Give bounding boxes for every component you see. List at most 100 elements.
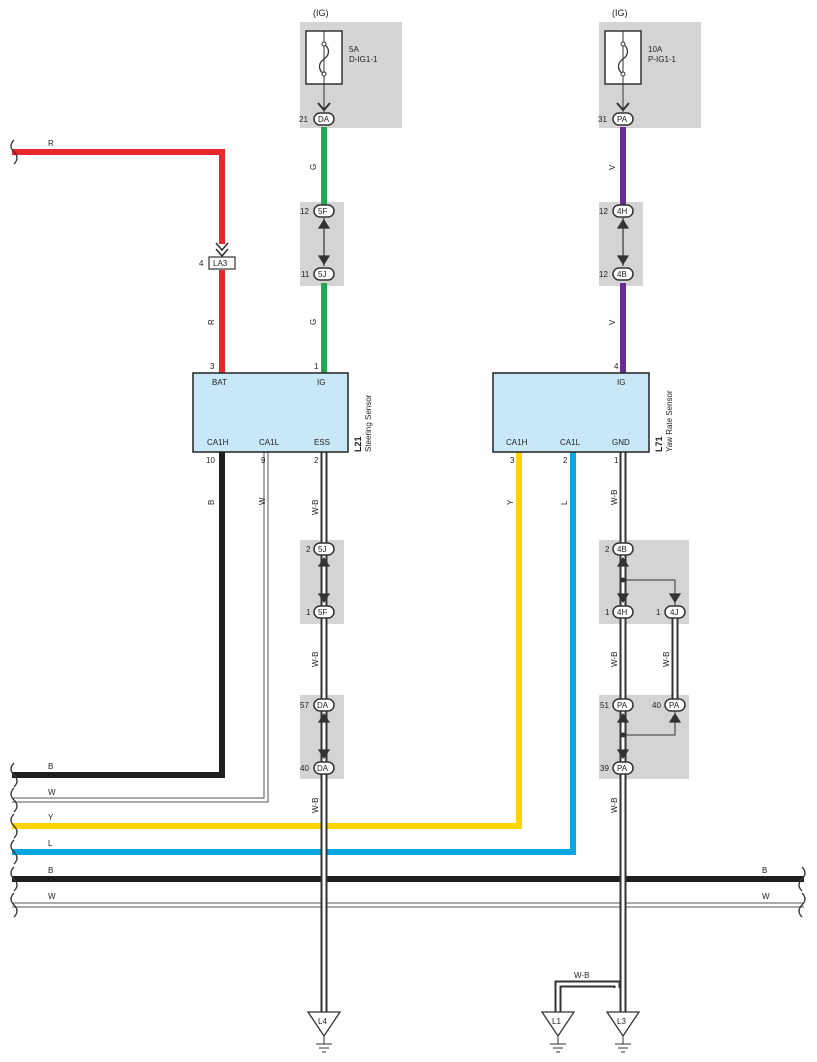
- ground-l3: L3: [605, 1011, 641, 1053]
- connector-id: DA: [317, 764, 329, 773]
- connector-la3: LA3 4: [199, 256, 236, 270]
- sensor-code: L21: [353, 436, 363, 452]
- pin-label-ca1l: CA1L: [259, 438, 280, 447]
- pin-num-ca1l: 2: [563, 456, 568, 465]
- connector-id: PA: [617, 701, 628, 710]
- wire-label: Y: [506, 499, 515, 505]
- pin-label-ig: IG: [617, 378, 625, 387]
- pin-num-ca1h: 10: [206, 456, 215, 465]
- connector-id: PA: [617, 115, 628, 124]
- wire-label: W: [48, 892, 56, 901]
- connector-pin: 2: [306, 545, 311, 554]
- pin-label-ca1h: CA1H: [506, 438, 528, 447]
- ground-l4: L4: [306, 1011, 342, 1053]
- wire-label: V: [608, 319, 617, 325]
- connector-id: LA3: [213, 259, 228, 268]
- connector-pin: 51: [600, 701, 609, 710]
- connector-da-40: DA 40: [300, 761, 335, 775]
- connector-pin: 21: [299, 115, 308, 124]
- connector-id: 5J: [318, 270, 326, 279]
- pin-label-ca1h: CA1H: [207, 438, 229, 447]
- pin-num-ess: 2: [314, 456, 319, 465]
- wire-label: G: [309, 164, 318, 170]
- wire-label: W-B: [311, 798, 320, 813]
- wire-label: R: [48, 139, 54, 148]
- ground-l1: L1: [540, 1011, 576, 1053]
- connector-pa-51: PA 51: [600, 698, 634, 712]
- connector-arrows: [317, 218, 682, 760]
- connector-pin: 57: [300, 701, 309, 710]
- connector-pa-39: PA 39: [600, 761, 634, 775]
- connector-pa-40: PA 40: [652, 698, 686, 712]
- pin-num-ca1h: 3: [510, 456, 515, 465]
- connector-pin: 40: [300, 764, 309, 773]
- connector-pa-31: PA 31: [598, 112, 634, 126]
- connector-pin: 31: [598, 115, 607, 124]
- wire-label: W-B: [610, 490, 619, 505]
- pin-label-ca1l: CA1L: [560, 438, 581, 447]
- wire-label: W-B: [311, 500, 320, 515]
- wire-label: B: [207, 500, 216, 505]
- connector-pin: 1: [605, 608, 610, 617]
- connector-4h-bottom: 4H 1: [605, 605, 634, 619]
- connector-da-57: DA 57: [300, 698, 335, 712]
- connector-id: 5F: [318, 207, 327, 216]
- connector-pin: 1: [306, 608, 311, 617]
- pin-num-ig: 4: [614, 362, 619, 371]
- fuse-rating: 10A: [648, 45, 663, 54]
- wire-label: L: [560, 500, 569, 505]
- connector-5f-top: 5F 12: [300, 204, 335, 218]
- pin-num-gnd: 1: [614, 456, 619, 465]
- connector-pin: 2: [605, 545, 610, 554]
- fuse-supply-label: (IG): [313, 8, 329, 18]
- connector-4h-top: 4H 12: [599, 204, 634, 218]
- connector-5j-bottom: 5J 2: [306, 542, 335, 556]
- connector-pin: 12: [300, 207, 309, 216]
- wire-r: [12, 149, 229, 373]
- bus-wires: [12, 452, 804, 908]
- pin-label-ess: ESS: [314, 438, 330, 447]
- connector-id: DA: [317, 701, 329, 710]
- fuse-d-ig1-1: (IG) 5A D-IG1-1: [305, 8, 378, 112]
- connector-da-21: DA 21: [299, 112, 335, 126]
- connector-id: 4B: [617, 270, 627, 279]
- connector-4b-top: 4B 12: [599, 267, 634, 281]
- sensor-name: Yaw Rate Sensor: [665, 390, 674, 452]
- connector-pin: 12: [599, 270, 608, 279]
- sensor-name: Steering Sensor: [364, 394, 373, 452]
- connector-id: PA: [617, 764, 628, 773]
- connector-pin: 11: [301, 270, 310, 279]
- ground-label: L1: [552, 1017, 561, 1026]
- connector-id: PA: [669, 701, 680, 710]
- steering-sensor: BAT IG 3 1 CA1H CA1L ESS 10 9 2 L21 Stee…: [192, 362, 373, 465]
- connector-id: 4B: [617, 545, 627, 554]
- yaw-rate-sensor: IG 4 CA1H CA1L GND 3 2 1 L71 Yaw Rate Se…: [492, 362, 674, 465]
- connector-id: 4H: [617, 207, 627, 216]
- connector-id: 5J: [318, 545, 326, 554]
- connector-id: 5F: [318, 608, 327, 617]
- wire-label: G: [309, 319, 318, 325]
- connector-pin: 4: [199, 259, 204, 268]
- ground-label: L4: [318, 1017, 327, 1026]
- fuse-rating: 5A: [349, 45, 359, 54]
- vertical-wire-labels: R G G V V B W W-B W-B W-B Y L W-B W-B W-…: [207, 164, 671, 813]
- connector-pin: 12: [599, 207, 608, 216]
- pin-label-gnd: GND: [612, 438, 630, 447]
- connector-id: DA: [318, 115, 330, 124]
- wire-label: W: [258, 497, 267, 505]
- connector-5f-bottom: 5F 1: [306, 605, 335, 619]
- wire-label: L: [48, 839, 53, 848]
- connector-4b-bottom: 4B 2: [605, 542, 634, 556]
- connector-pin: 40: [652, 701, 661, 710]
- sensor-code: L71: [654, 436, 664, 452]
- wire-label: V: [608, 164, 617, 170]
- wire-label: W-B: [662, 652, 671, 667]
- connector-pin: 1: [656, 608, 661, 617]
- pin-num-bat: 3: [210, 362, 215, 371]
- connector-4j: 4J 1: [656, 605, 686, 619]
- wire-label: W-B: [610, 798, 619, 813]
- wire-label: B: [762, 866, 767, 875]
- fuse-name: P-IG1-1: [648, 55, 677, 64]
- wire-label: B: [48, 866, 53, 875]
